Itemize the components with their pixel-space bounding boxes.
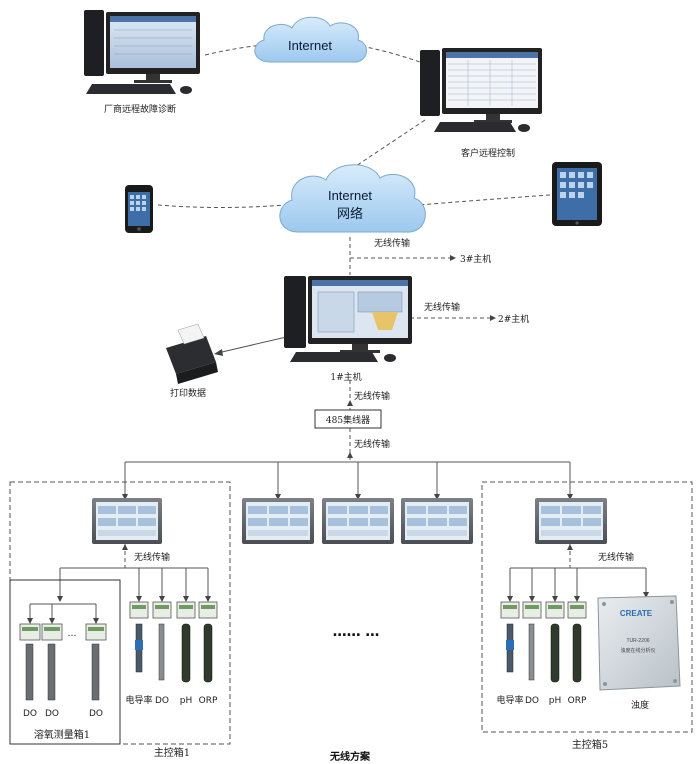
sensor-ph-left-label: pH [180,696,192,706]
diagram-caption: 无线方案 [329,750,371,763]
turbidity-analyzer-icon [597,595,681,691]
hmi-panels [92,498,607,544]
analyzer-model: TUR-2206 [626,638,649,644]
sensor-turbidity-label: 浊度 [631,699,649,711]
hmi-panel-left [92,498,162,544]
wireless-label-host-hub: 无线传输 [354,390,390,402]
host1-label: 1#主机 [330,371,361,383]
printer-icon [166,323,218,384]
hub-label: 485集线器 [326,414,370,426]
middle-ellipsis: …… … [333,624,380,640]
hmi-panel-right [535,498,607,544]
sensor-do-right-label: DO [525,696,539,706]
vendor-pc-label: 厂商远程故障诊断 [104,103,176,115]
wireless-label-right: 无线传输 [598,551,634,563]
sensor-orp-left-label: ORP [199,696,218,706]
host-pc-icon [284,276,412,362]
wireless-label-2: 无线传输 [424,301,460,313]
sensor-orp-right-label: ORP [568,696,587,706]
arrow-heads [27,255,649,624]
cloud-middle [279,164,426,233]
hmi-panel-3 [322,498,394,544]
do-box-label: 溶氧测量箱1 [34,728,90,741]
cloud-middle-label-2: 网络 [337,206,363,221]
wireless-label-left: 无线传输 [134,551,170,563]
hmi-panel-4 [401,498,473,544]
main-box5-label: 主控箱5 [572,738,608,751]
hmi-panel-2 [242,498,314,544]
printer-label: 打印数据 [170,387,206,399]
sensor-do-a-label: DO [23,709,37,719]
phone-icon [125,185,153,233]
main-box1-label: 主控箱1 [154,746,190,759]
analyzer-name: 浊度在线分析仪 [620,647,655,654]
tablet-icon [552,162,602,226]
hub-box [314,409,382,429]
client-pc-label: 客户远程控制 [461,147,515,159]
client-pc-icon [420,48,542,132]
wireless-label-hub-panels: 无线传输 [354,438,390,450]
vendor-pc-icon [84,10,200,94]
cloud-top-label: Internet [288,38,332,53]
do-transmitters [19,623,107,701]
do-box-ellipsis: … [68,629,77,639]
host3-label: 3#主机 [460,253,491,265]
analyzer-brand: CREATE [620,609,653,618]
main-box5-frame [481,481,693,733]
sensor-cond-right-label: 电导率 [496,694,523,706]
sensor-do-b-label: DO [45,709,59,719]
main-box5-transmitters [500,601,587,683]
connection-lines [29,44,647,618]
cloud-middle-label-1: Internet [328,188,372,203]
do-box-frame [9,579,121,745]
sensor-do-left-label: DO [155,696,169,706]
wireless-label-3: 无线传输 [374,237,410,249]
host2-label: 2#主机 [498,313,529,325]
cloud-top [254,16,367,63]
sensor-cond-left-label: 电导率 [125,694,152,706]
sensor-ph-right-label: pH [549,696,561,706]
sensor-do-c-label: DO [89,709,103,719]
main-box1-transmitters [129,601,218,683]
